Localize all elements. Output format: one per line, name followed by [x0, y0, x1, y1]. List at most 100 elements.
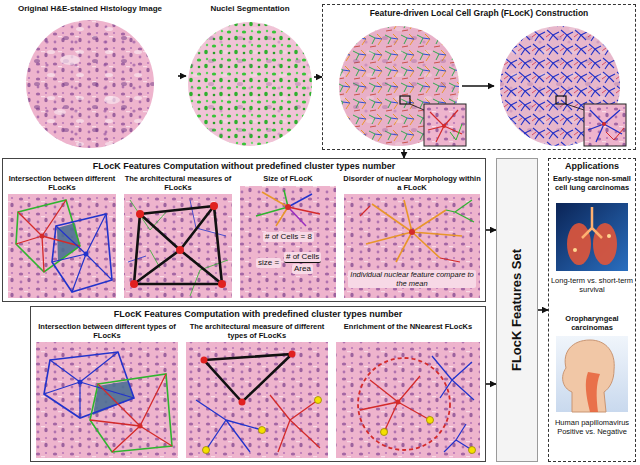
intersection-illustration — [8, 194, 116, 298]
intersection-illustration — [84, 252, 89, 257]
panel-title: Intersection between different types of … — [34, 322, 180, 340]
type-intersection-illustration — [90, 374, 172, 452]
size-illustration — [288, 194, 312, 207]
flock-image — [410, 104, 424, 110]
flock-image — [584, 104, 626, 146]
architecture-illustration — [134, 206, 222, 284]
result-bar: FLocK Features Set — [496, 158, 538, 462]
feature-panel: Intersection between different types of … — [34, 320, 180, 458]
flock-image — [556, 96, 566, 104]
dashed-group-box: Feature-driven Local Cell Graph (FLocK) … — [322, 4, 636, 150]
type-architecture-illustration — [204, 354, 292, 402]
enrichment-illustration — [396, 400, 401, 405]
group-title: Applications — [551, 161, 633, 172]
group-title: Feature-driven Local Cell Graph (FLocK) … — [326, 8, 632, 18]
disorder-illustration — [344, 194, 480, 298]
histology-image — [54, 109, 66, 115]
panel-title: Intersection between different FLocKs — [6, 174, 118, 192]
type-architecture-illustration — [315, 397, 322, 404]
disorder-illustration — [446, 200, 474, 222]
segmentation-image — [188, 22, 312, 146]
type-architecture-illustration — [259, 427, 266, 434]
flow-arrow — [486, 229, 496, 231]
intersection-illustration — [52, 214, 112, 292]
application-title: Early-stage non-small cell lung carcinom… — [550, 174, 634, 192]
intersection-illustration — [16, 200, 80, 272]
enrichment-illustration — [381, 429, 388, 436]
application-item: Early-stage non-small cell lung carcinom… — [550, 172, 634, 310]
segmentation-image — [188, 22, 312, 146]
type-intersection-illustration — [93, 381, 134, 415]
throat-illustration — [563, 340, 615, 412]
flow-arrow — [486, 383, 496, 385]
flock-image — [442, 124, 446, 128]
flow-arrow — [403, 150, 405, 158]
lung-illustration — [573, 248, 577, 252]
size-illustration — [288, 207, 306, 226]
throat-illustration — [556, 336, 628, 412]
feature-box: FLocK Features Computation without prede… — [2, 158, 486, 302]
type-intersection-illustration — [44, 352, 134, 418]
panel-title: Nuclei Segmentation — [186, 4, 314, 14]
size-illustration — [285, 204, 291, 210]
flock-image — [428, 110, 462, 142]
dashed-group-box: ApplicationsEarly-stage non-small cell l… — [548, 158, 636, 462]
enrichment-illustration — [444, 424, 472, 452]
architecture-illustration — [136, 210, 144, 218]
histology-image — [26, 20, 154, 148]
panel-title: The architectural measures of FLocKs — [122, 174, 234, 192]
flock-image — [339, 26, 626, 146]
box-title: FLocK Features Computation without prede… — [7, 161, 481, 172]
intersection-illustration — [52, 214, 112, 292]
enrichment-illustration — [360, 376, 430, 432]
enrichment-illustration — [358, 358, 450, 450]
lung-illustration — [582, 207, 602, 238]
throat-illustration — [586, 372, 600, 412]
histology-image — [26, 20, 154, 148]
throat-illustration — [556, 336, 628, 412]
flock-image — [400, 96, 410, 104]
type-intersection-illustration — [36, 342, 178, 458]
flock-image — [606, 128, 624, 140]
feature-box: FLocK Features Computation with predefin… — [30, 306, 486, 462]
enrichment-illustration — [432, 356, 474, 400]
note-text: Individual nuclear feature compare to th… — [348, 270, 476, 288]
feature-panel: The architectural measures of FLocKs — [122, 172, 234, 298]
feature-panel: Intersection between different FLocKs — [6, 172, 118, 298]
image-panel: Nuclei Segmentation — [186, 2, 314, 150]
size-illustration — [240, 186, 336, 298]
enrichment-illustration — [427, 417, 434, 424]
architecture-illustration — [218, 280, 226, 288]
intersection-illustration — [40, 234, 45, 239]
type-architecture-illustration — [186, 342, 328, 458]
lung-illustration — [556, 203, 628, 271]
enrichment-illustration — [469, 447, 476, 454]
lung-illustration — [607, 234, 611, 238]
flock-image — [462, 85, 494, 87]
disorder-illustration — [366, 200, 462, 262]
histology-image — [26, 20, 154, 148]
architecture-illustration — [124, 194, 232, 298]
type-intersection-illustration — [78, 380, 83, 385]
size-illustration — [240, 186, 336, 298]
application-outcome: Human papillomavirus Positive vs. Negati… — [550, 418, 634, 436]
image-panel: Original H&E-stained Histology Image — [2, 2, 178, 150]
type-architecture-illustration — [201, 357, 208, 364]
type-architecture-illustration — [196, 400, 262, 452]
histology-image — [60, 55, 80, 65]
application-item: Oropharyngeal carcinomasHuman papillomav… — [550, 312, 634, 458]
panel-title: The architectural measure of different t… — [184, 322, 330, 340]
type-architecture-illustration — [239, 399, 246, 406]
flock-image — [424, 104, 466, 146]
application-title: Oropharyngeal carcinomas — [550, 314, 634, 332]
feature-panel: Size of FLocK# of Cells = 8size =# of Ce… — [238, 172, 338, 298]
type-architecture-illustration — [203, 447, 210, 454]
flow-arrow — [538, 309, 548, 311]
box-title: FLocK Features Computation with predefin… — [35, 309, 481, 320]
disorder-illustration — [344, 194, 480, 298]
formula-denominator: Area — [292, 264, 313, 274]
feature-panel: Disorder of nuclear Morphology within a … — [342, 172, 482, 298]
panel-title: Enrichment of the NNearest FLocKs — [334, 322, 482, 331]
